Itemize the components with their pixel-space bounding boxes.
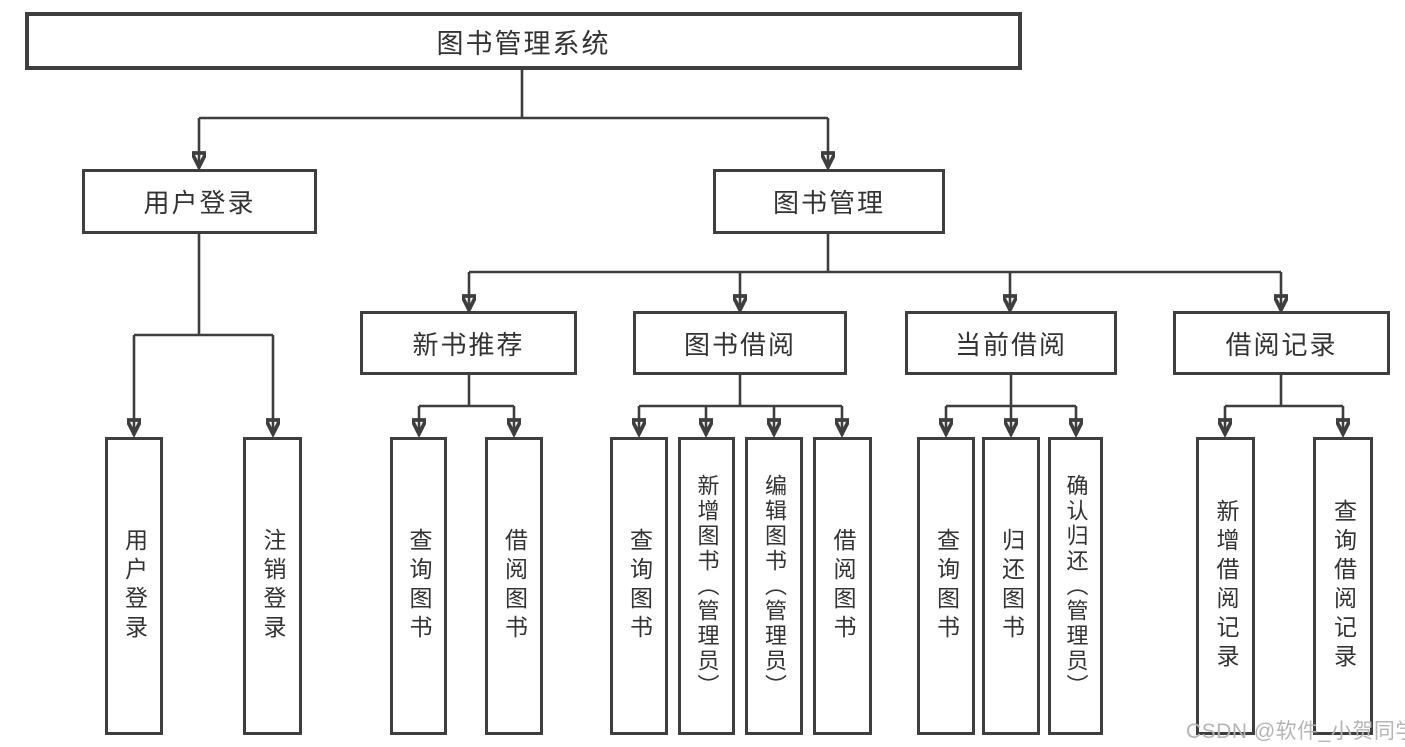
- leaf-edit-book-admin: 编辑图书（管理员）: [745, 437, 803, 735]
- node-root-library-system: 图书管理系统: [25, 12, 1022, 70]
- connector-book-management-children: [469, 234, 1281, 310]
- node-user-login: 用户登录: [82, 169, 317, 234]
- csdn-watermark: CSDN @软件_小贺同学: [1186, 720, 1405, 743]
- leaf-user-login: 用户登录: [105, 437, 163, 735]
- leaf-query-books-recommend: 查询图书: [390, 437, 447, 735]
- connector-borrow-records-children: [1225, 375, 1343, 434]
- node-borrow-records: 借阅记录: [1173, 311, 1390, 375]
- leaf-add-book-admin: 新增图书（管理员）: [678, 437, 735, 735]
- connector-current-borrow-children: [946, 375, 1076, 434]
- leaf-logout: 注销登录: [243, 437, 302, 735]
- node-current-borrow: 当前借阅: [905, 311, 1117, 375]
- leaf-return-book: 归还图书: [982, 437, 1040, 735]
- leaf-borrow-books: 借阅图书: [813, 437, 872, 735]
- node-book-management: 图书管理: [713, 169, 945, 234]
- connector-book-borrow-children: [639, 375, 842, 434]
- leaf-add-borrow-record: 新增借阅记录: [1196, 437, 1255, 735]
- connector-new-book-children: [419, 375, 514, 434]
- leaf-borrow-books-recommend: 借阅图书: [485, 437, 543, 735]
- connector-user-login-children: [134, 234, 273, 434]
- node-new-book-recommend: 新书推荐: [360, 311, 577, 375]
- leaf-query-books-current: 查询图书: [917, 437, 975, 735]
- leaf-query-books-borrow: 查询图书: [610, 437, 668, 735]
- leaf-confirm-return-admin: 确认归还（管理员）: [1048, 437, 1103, 735]
- connector-root-to-level2: [199, 65, 828, 167]
- leaf-query-borrow-record: 查询借阅记录: [1313, 437, 1373, 735]
- node-book-borrow: 图书借阅: [633, 311, 847, 375]
